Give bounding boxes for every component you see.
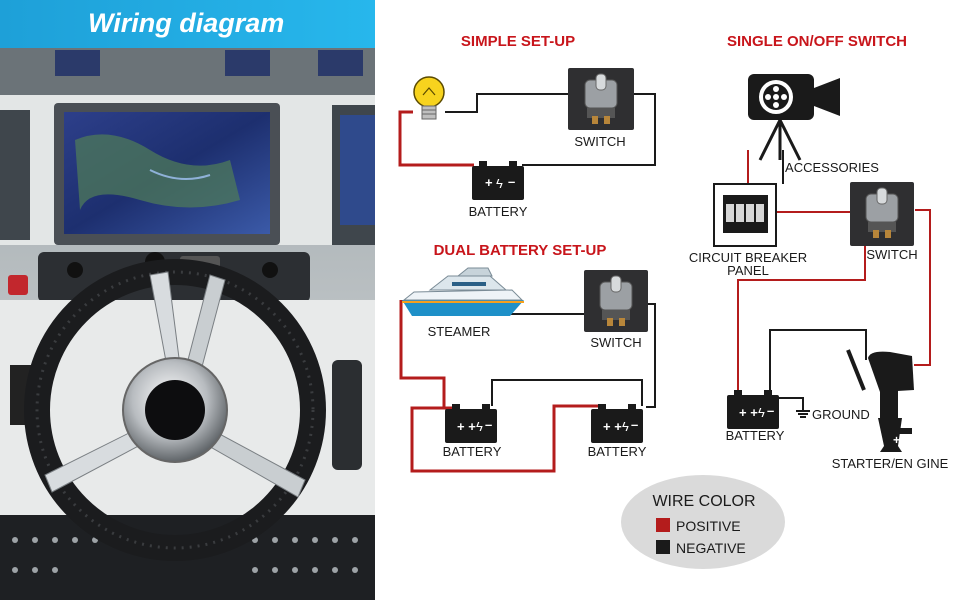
simple-battery-label: BATTERY [469,204,528,219]
battery-icon: + + ϟ – [445,404,497,443]
wire-color-legend: WIRE COLOR POSITIVE NEGATIVE [621,475,785,569]
toggle-switch-icon [850,182,914,246]
video-camera-icon [748,74,840,161]
legend-title: WIRE COLOR [652,493,755,510]
positive-swatch [656,518,670,532]
steamer-label: STEAMER [428,324,491,339]
battery-icon: + ϟ – [472,161,524,200]
svg-text:–: – [767,403,774,418]
single-switch-label: SWITCH [866,247,917,262]
boat-dashboard-photo: Wiring diagram [0,0,375,600]
svg-text:ϟ: ϟ [496,176,503,191]
battery-icon: + + ϟ – [591,404,643,443]
breaker-label-line1: CIRCUIT BREAKER [689,250,807,265]
legend-positive: POSITIVE [676,518,741,534]
ground-label: GROUND [812,407,870,422]
svg-text:ϟ: ϟ [758,405,765,420]
svg-text:+: + [893,433,900,447]
outboard-engine-icon: + [846,349,914,452]
ground-icon [796,410,810,418]
svg-text:+ +: + + [603,419,622,434]
dual-battery-left-label: BATTERY [443,444,502,459]
dashboard-illustration [0,0,375,600]
negative-swatch [656,540,670,554]
dual-setup-heading: DUAL BATTERY SET-UP [434,242,607,259]
light-bulb-icon [413,76,445,120]
simple-setup-wires [398,93,656,167]
svg-text:+ +: + + [457,419,476,434]
single-battery-label: BATTERY [726,428,785,443]
svg-text:+: + [485,175,493,190]
svg-text:+ +: + + [739,405,758,420]
single-switch-wires [737,150,931,410]
wiring-diagram: SIMPLE SET-UP SWITCH + ϟ [398,33,949,569]
battery-icon: + + ϟ – [727,390,779,429]
svg-text:ϟ: ϟ [622,419,629,434]
title-banner [0,0,375,48]
banner-title: Wiring diagram [88,8,285,38]
toggle-switch-icon [584,270,648,332]
accessories-label: ACCESSORIES [785,160,879,175]
svg-text:ϟ: ϟ [476,419,483,434]
dual-switch-label: SWITCH [590,335,641,350]
svg-text:–: – [485,417,492,432]
dual-battery-right-label: BATTERY [588,444,647,459]
steering-wheel [24,259,326,561]
toggle-switch-icon [568,68,634,130]
single-switch-heading: SINGLE ON/OFF SWITCH [727,33,907,50]
simple-setup-heading: SIMPLE SET-UP [461,33,575,50]
svg-text:–: – [631,417,638,432]
svg-text:–: – [508,174,515,189]
breaker-label-line2: PANEL [727,263,769,278]
simple-switch-label: SWITCH [574,134,625,149]
boat-icon [402,267,524,316]
legend-negative: NEGATIVE [676,540,746,556]
starter-engine-label: STARTER/EN GINE [832,456,949,471]
circuit-breaker-icon [713,183,777,247]
